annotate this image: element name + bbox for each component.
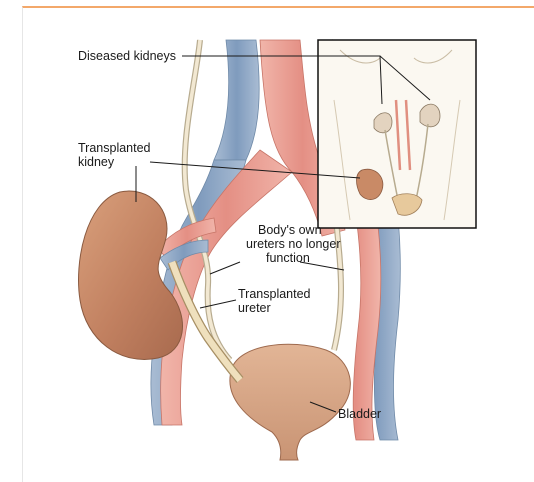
label-bladder: Bladder bbox=[338, 407, 381, 421]
label-own-ureters-line2: ureters no longer bbox=[246, 237, 341, 251]
label-transplanted-ureter-line1: Transplanted bbox=[238, 287, 311, 301]
label-own-ureters-line3: function bbox=[266, 251, 310, 265]
label-transplanted-kidney-line1: Transplanted bbox=[78, 141, 151, 155]
label-transplanted-kidney-line2: kidney bbox=[78, 155, 115, 169]
label-transplanted-ureter-line2: ureter bbox=[238, 301, 271, 315]
vena-cava bbox=[214, 40, 259, 160]
label-diseased-kidneys: Diseased kidneys bbox=[78, 49, 176, 63]
inset-body-diagram bbox=[318, 40, 476, 228]
label-own-ureters-line1: Body's own bbox=[258, 223, 322, 237]
bladder-shape bbox=[230, 344, 350, 460]
